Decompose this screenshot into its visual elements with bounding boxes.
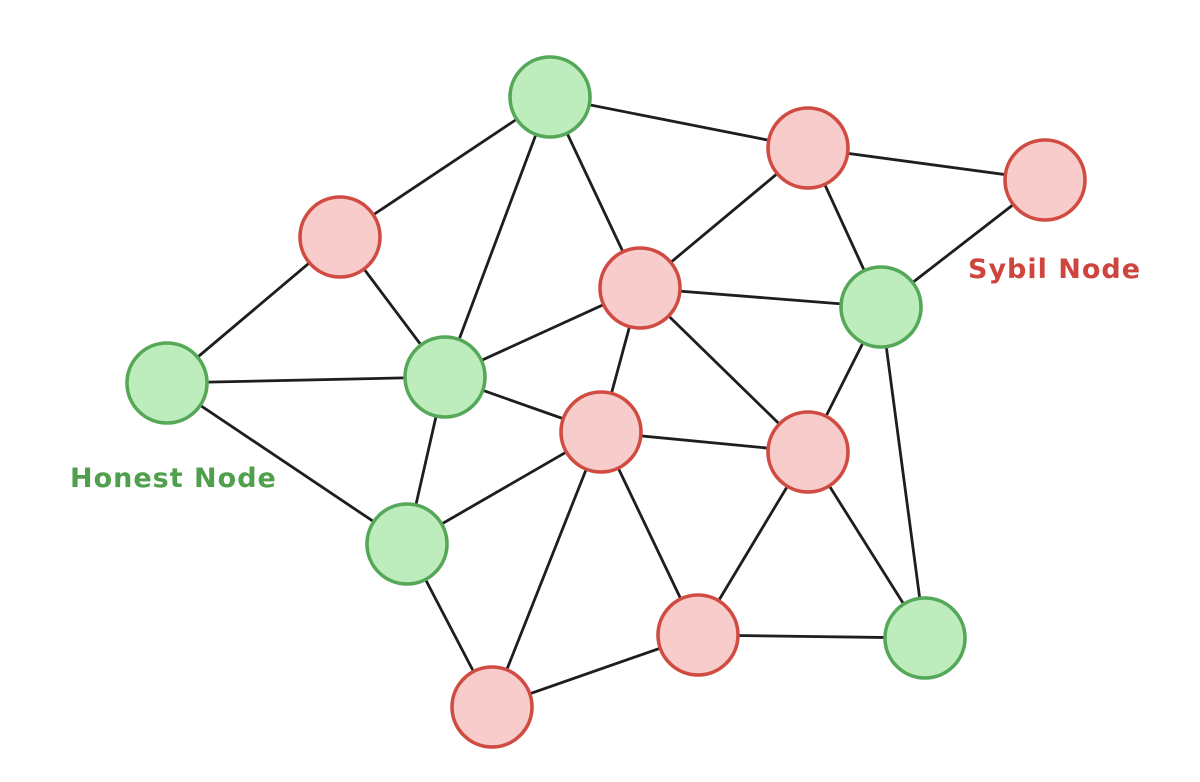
node-honest[interactable] xyxy=(883,596,967,680)
honest-node-label: Honest Node xyxy=(70,463,277,494)
node-sybil[interactable] xyxy=(766,106,850,190)
node-honest[interactable] xyxy=(508,55,592,139)
node-sybil[interactable] xyxy=(598,246,682,330)
edge-n9-n14 xyxy=(490,430,603,709)
sybil-node-label: Sybil Node xyxy=(968,254,1142,285)
edge-n7-n8 xyxy=(165,375,447,385)
edge-n1-n8 xyxy=(443,95,552,379)
node-honest[interactable] xyxy=(125,341,209,425)
node-sybil[interactable] xyxy=(298,195,382,279)
node-sybil[interactable] xyxy=(1003,138,1087,222)
node-honest[interactable] xyxy=(839,265,923,349)
edge-n1-n2 xyxy=(548,95,810,150)
node-sybil[interactable] xyxy=(559,390,643,474)
node-honest[interactable] xyxy=(403,335,487,419)
node-sybil[interactable] xyxy=(656,593,740,677)
edge-n7-n11 xyxy=(165,381,409,546)
edge-n6-n13 xyxy=(879,305,927,640)
node-sybil[interactable] xyxy=(766,410,850,494)
node-sybil[interactable] xyxy=(450,665,534,749)
edge-n1-n4 xyxy=(338,95,552,239)
node-honest[interactable] xyxy=(365,502,449,586)
